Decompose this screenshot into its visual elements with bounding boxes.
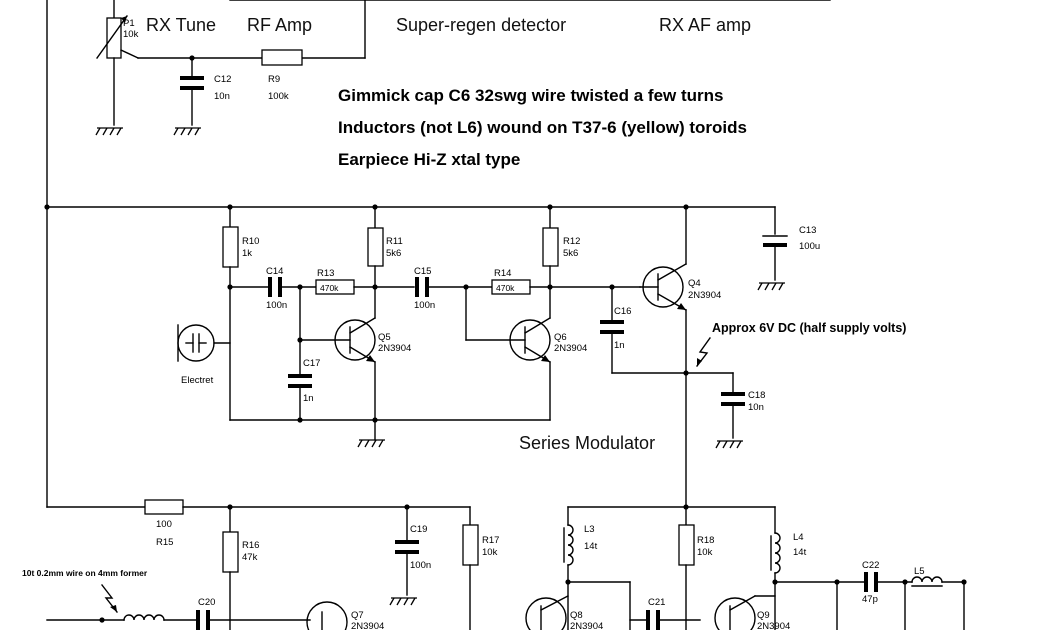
r15-resistor xyxy=(144,499,184,515)
q7-ref: Q7 xyxy=(351,610,364,621)
l5-ref: L5 xyxy=(914,566,925,577)
r12-resistor xyxy=(542,227,559,267)
c20-ref: C20 xyxy=(198,597,215,608)
r11-value: 5k6 xyxy=(386,248,401,259)
l4-ref: L4 xyxy=(793,532,804,543)
note-line-2: Inductors (not L6) wound on T37-6 (yello… xyxy=(338,118,747,137)
q7-transistor xyxy=(306,601,348,630)
c13-ref: C13 xyxy=(799,225,816,236)
c16-value: 1n xyxy=(614,340,625,351)
r9-ref: R9 xyxy=(268,74,280,85)
transmitter-section: 100 R15 R16 47k C19 100n R17 10k L3 xyxy=(22,499,967,630)
c16-ref: C16 xyxy=(614,306,631,317)
r12-ref: R12 xyxy=(563,236,580,247)
r14-value: 470k xyxy=(496,283,515,293)
c14-ref: C14 xyxy=(266,266,283,277)
r16-resistor xyxy=(222,531,239,573)
c22-ref: C22 xyxy=(862,560,879,571)
dc-voltage-note: Approx 6V DC (half supply volts) xyxy=(712,321,906,335)
r10-ref: R10 xyxy=(242,236,259,247)
p1-value: 10k xyxy=(123,29,139,40)
r18-ref: R18 xyxy=(697,535,714,546)
q5-value: 2N3904 xyxy=(378,343,411,354)
r16-value: 47k xyxy=(242,552,258,563)
r18-resistor xyxy=(678,524,695,566)
c18-value: 10n xyxy=(748,402,764,413)
l4-value: 14t xyxy=(793,547,807,558)
r15-value: 100 xyxy=(156,519,172,530)
p1-resistor xyxy=(106,17,122,59)
r17-ref: R17 xyxy=(482,535,499,546)
q7-value: 2N3904 xyxy=(351,621,384,630)
receiver-section: P1 10k C12 10n R9 100k RX Tune RF Amp Su… xyxy=(46,0,831,508)
c17-ref: C17 xyxy=(303,358,320,369)
label-rf-amp: RF Amp xyxy=(247,15,312,35)
c12-ref: C12 xyxy=(214,74,231,85)
r11-resistor xyxy=(367,227,384,267)
r9-resistor xyxy=(261,49,303,66)
voltage-arrow-icon xyxy=(696,337,711,367)
q4-value: 2N3904 xyxy=(688,290,721,301)
q4-ref: Q4 xyxy=(688,278,701,289)
r18-value: 10k xyxy=(697,547,713,558)
l5-inductor xyxy=(911,576,943,583)
c19-ref: C19 xyxy=(410,524,427,535)
coil-note: 10t 0.2mm wire on 4mm former xyxy=(22,568,148,578)
r11-ref: R11 xyxy=(386,236,403,247)
r13-ref: R13 xyxy=(317,268,334,279)
c19-value: 100n xyxy=(410,560,431,571)
modulator-section: C13 100u R10 1k Electret C14 100n R13 47… xyxy=(44,204,906,508)
coil-arrow-icon xyxy=(101,584,118,613)
l4-inductor xyxy=(774,532,781,574)
p1-ref: P1 xyxy=(123,18,135,29)
c13-value: 100u xyxy=(799,241,820,252)
label-rx-tune: RX Tune xyxy=(146,15,216,35)
c15-value: 100n xyxy=(414,300,435,311)
q5-ref: Q5 xyxy=(378,332,391,343)
q8-ref: Q8 xyxy=(570,610,583,621)
c15-ref: C15 xyxy=(414,266,431,277)
label-rx-af-amp: RX AF amp xyxy=(659,15,751,35)
l6-inductor xyxy=(123,614,165,621)
label-series-modulator: Series Modulator xyxy=(519,433,655,453)
q8-transistor xyxy=(525,597,567,630)
electret-mic-icon xyxy=(177,324,215,362)
c17-value: 1n xyxy=(303,393,314,404)
note-line-1: Gimmick cap C6 32swg wire twisted a few … xyxy=(338,86,723,105)
c14-value: 100n xyxy=(266,300,287,311)
r13-value: 470k xyxy=(320,283,339,293)
c18-ref: C18 xyxy=(748,390,765,401)
r12-value: 5k6 xyxy=(563,248,578,259)
l3-value: 14t xyxy=(584,541,598,552)
r16-ref: R16 xyxy=(242,540,259,551)
q6-value: 2N3904 xyxy=(554,343,587,354)
r17-value: 10k xyxy=(482,547,498,558)
q9-transistor xyxy=(714,597,756,630)
r9-value: 100k xyxy=(268,91,289,102)
q6-ref: Q6 xyxy=(554,332,567,343)
c12-value: 10n xyxy=(214,91,230,102)
r10-resistor xyxy=(222,226,239,268)
c22-value: 47p xyxy=(862,594,878,605)
r10-value: 1k xyxy=(242,248,252,259)
r14-ref: R14 xyxy=(494,268,511,279)
r17-resistor xyxy=(462,524,479,566)
electret-label: Electret xyxy=(181,375,214,386)
label-super-regen: Super-regen detector xyxy=(396,15,566,35)
c21-ref: C21 xyxy=(648,597,665,608)
l3-inductor xyxy=(567,524,574,566)
q9-ref: Q9 xyxy=(757,610,770,621)
note-line-3: Earpiece Hi-Z xtal type xyxy=(338,150,520,169)
r15-ref: R15 xyxy=(156,537,173,548)
q9-value: 2N3904 xyxy=(757,621,790,630)
l3-ref: L3 xyxy=(584,524,595,535)
q8-value: 2N3904 xyxy=(570,621,603,630)
